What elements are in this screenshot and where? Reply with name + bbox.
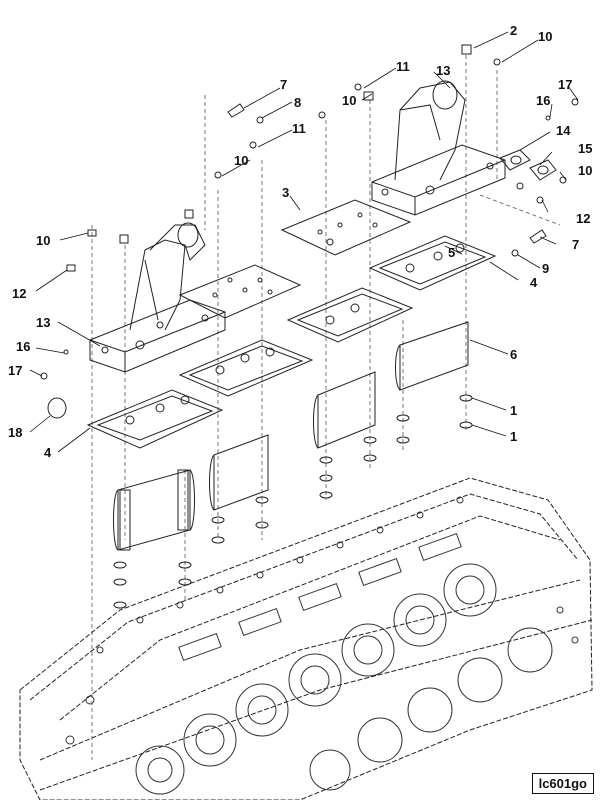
engine-block-details	[65, 496, 579, 795]
o-rings	[40, 44, 547, 609]
callout-3: 3	[282, 185, 290, 200]
callout-6: 6	[510, 347, 518, 362]
callout-1: 1	[510, 403, 518, 418]
callout-10: 10	[342, 93, 357, 108]
callout-13: 13	[436, 63, 451, 78]
callout-10: 10	[538, 29, 553, 44]
callout-16: 16	[536, 93, 551, 108]
callout-9: 9	[542, 261, 550, 276]
callout-14: 14	[556, 123, 571, 138]
right-flange-parts	[499, 98, 579, 204]
callout-1: 1	[510, 429, 518, 444]
callout-leader-lines	[29, 31, 579, 453]
cooler-center-left	[209, 434, 269, 511]
callout-2: 2	[510, 23, 518, 38]
callout-10: 10	[578, 163, 593, 178]
callout-11: 11	[396, 59, 410, 74]
callout-17: 17	[558, 77, 573, 92]
cooler-left	[113, 469, 195, 551]
callout-18: 18	[8, 425, 23, 440]
callout-8: 8	[294, 95, 302, 110]
callout-15: 15	[578, 141, 593, 156]
right-gasket	[368, 235, 497, 291]
callout-7: 7	[280, 77, 288, 92]
callout-10: 10	[36, 233, 51, 248]
engine-block	[19, 477, 593, 800]
callout-7: 7	[572, 237, 580, 252]
center-top-plate	[280, 199, 412, 256]
callout-4: 4	[44, 445, 52, 460]
callout-16: 16	[16, 339, 31, 354]
callout-10: 10	[234, 153, 249, 168]
cooler-center-right	[313, 371, 376, 449]
callout-17: 17	[8, 363, 23, 378]
callout-11: 11	[292, 121, 306, 136]
assembly-centerlines	[91, 55, 561, 760]
left-oil-filter-head	[89, 222, 226, 373]
callout-12: 12	[12, 286, 27, 301]
callout-13: 13	[36, 315, 51, 330]
cooler-right	[395, 321, 469, 391]
center-gasket	[286, 287, 414, 343]
left-cooler-plate	[178, 339, 314, 397]
callout-5: 5	[448, 245, 456, 260]
left-gasket-lower	[86, 389, 224, 449]
right-oil-filter-head	[371, 80, 506, 216]
drawing-code-label: lc601go	[531, 773, 594, 794]
callout-4: 4	[530, 275, 538, 290]
callout-12: 12	[576, 211, 591, 226]
left-cover-plate	[178, 264, 302, 319]
